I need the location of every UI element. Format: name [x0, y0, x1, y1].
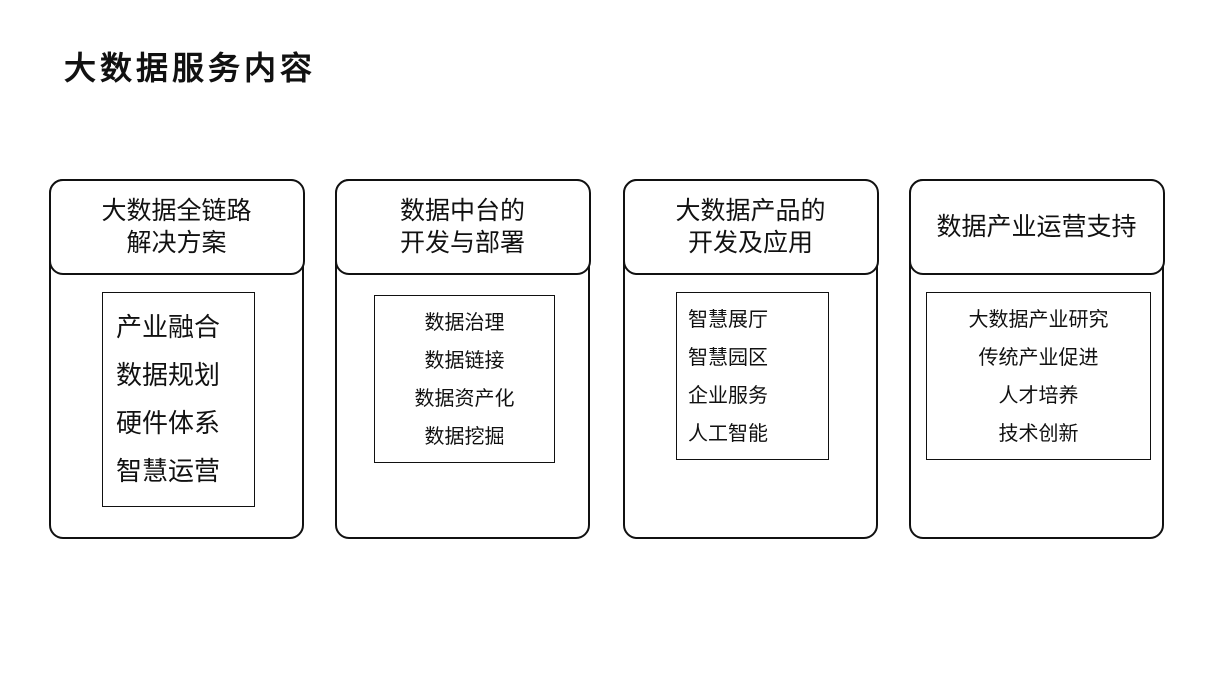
item-box: 产业融合 数据规划 硬件体系 智慧运营	[102, 292, 255, 507]
list-item: 企业服务	[688, 383, 768, 407]
heading-line: 开发与部署	[399, 227, 525, 257]
list-item: 硬件体系	[116, 408, 221, 439]
item-box: 数据治理 数据链接 数据资产化 数据挖掘	[374, 295, 555, 463]
list-item: 产业融合	[116, 312, 221, 343]
card-big-data-products: 大数据产品的 开发及应用 智慧展厅 智慧园区 企业服务 人工智能	[622, 178, 879, 539]
list-item: 技术创新	[998, 421, 1079, 445]
item-box: 智慧展厅 智慧园区 企业服务 人工智能	[676, 292, 829, 460]
list-item: 大数据产业研究	[968, 307, 1109, 331]
heading-line: 大数据全链路	[101, 195, 252, 225]
list-item: 数据挖掘	[424, 424, 505, 448]
page-title: 大数据服务内容	[64, 49, 317, 87]
list-item: 人才培养	[998, 383, 1079, 407]
list-item: 智慧园区	[688, 345, 768, 369]
heading-line: 解决方案	[126, 227, 227, 257]
card-heading: 数据中台的 开发与部署	[334, 178, 591, 275]
heading-line: 大数据产品的	[675, 195, 826, 225]
card-heading: 数据产业运营支持	[908, 178, 1165, 275]
item-box: 大数据产业研究 传统产业促进 人才培养 技术创新	[926, 292, 1151, 460]
heading-line: 数据中台的	[399, 195, 525, 225]
list-item: 数据资产化	[414, 386, 515, 410]
list-item: 智慧展厅	[688, 307, 768, 331]
heading-line: 数据产业运营支持	[936, 211, 1137, 241]
card-industry-operation-support: 数据产业运营支持 大数据产业研究 传统产业促进 人才培养 技术创新	[908, 178, 1165, 539]
list-item: 数据链接	[424, 348, 505, 372]
list-item: 人工智能	[688, 421, 768, 445]
list-item: 数据治理	[424, 310, 505, 334]
card-full-chain-solution: 大数据全链路 解决方案 产业融合 数据规划 硬件体系 智慧运营	[48, 178, 305, 539]
heading-line: 开发及应用	[687, 227, 813, 257]
card-data-middle-platform: 数据中台的 开发与部署 数据治理 数据链接 数据资产化 数据挖掘	[334, 178, 591, 539]
card-heading: 大数据全链路 解决方案	[48, 178, 305, 275]
list-item: 数据规划	[116, 360, 221, 391]
list-item: 传统产业促进	[978, 345, 1099, 369]
card-heading: 大数据产品的 开发及应用	[622, 178, 879, 275]
list-item: 智慧运营	[116, 456, 221, 487]
